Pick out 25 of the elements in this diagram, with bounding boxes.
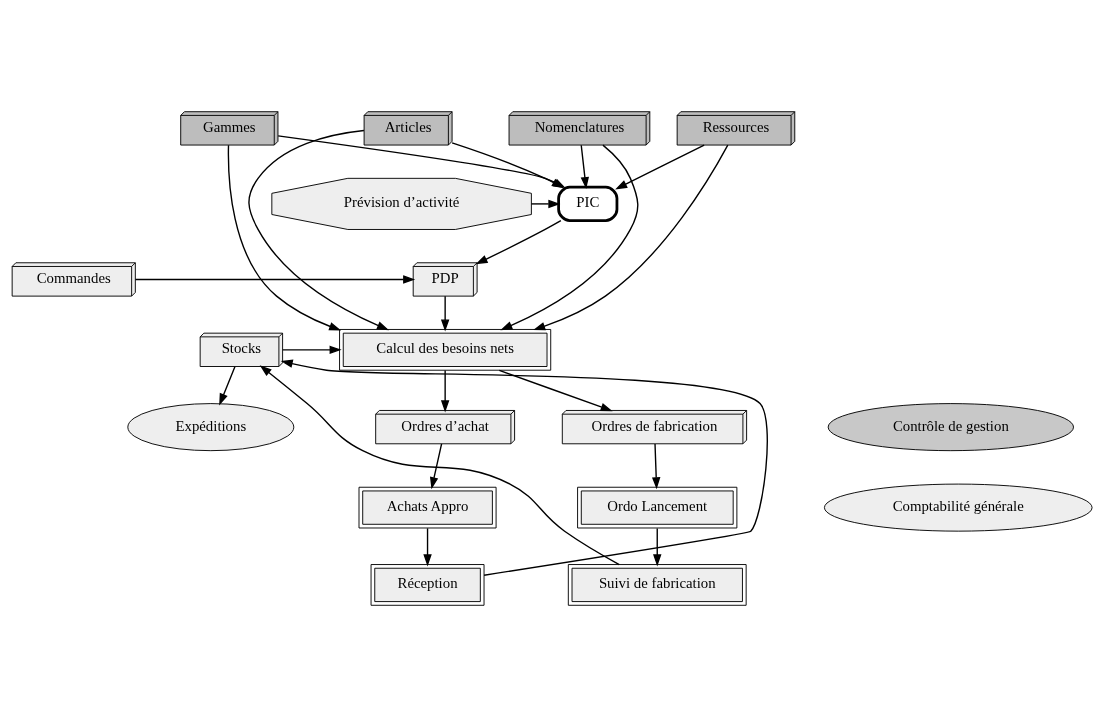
arrow: [653, 527, 662, 567]
arrow: [282, 345, 342, 355]
arrow: [440, 295, 450, 332]
arrow: [500, 144, 639, 331]
arrow: [134, 275, 416, 284]
arrow: [498, 369, 613, 412]
arrow: [530, 199, 561, 209]
arrow: [219, 366, 236, 406]
arrow: [475, 220, 562, 265]
arrow: [227, 144, 342, 331]
arrow: [429, 443, 443, 490]
node-ellipse: Expéditions: [127, 403, 295, 452]
node-ellipse: Comptabilité générale: [823, 483, 1093, 532]
node-box: Achats Appro: [358, 486, 497, 529]
arrow: [440, 369, 450, 413]
arrow: [259, 365, 620, 566]
arrow: [248, 129, 389, 331]
node-box: PIC: [557, 185, 619, 222]
arrow: [280, 359, 768, 576]
node-ellipse: Contrôle de gestion: [827, 403, 1074, 452]
arrow: [580, 144, 590, 190]
arrow: [423, 527, 432, 567]
arrow: [533, 144, 729, 331]
arrow: [615, 144, 705, 190]
arrow: [651, 443, 661, 490]
